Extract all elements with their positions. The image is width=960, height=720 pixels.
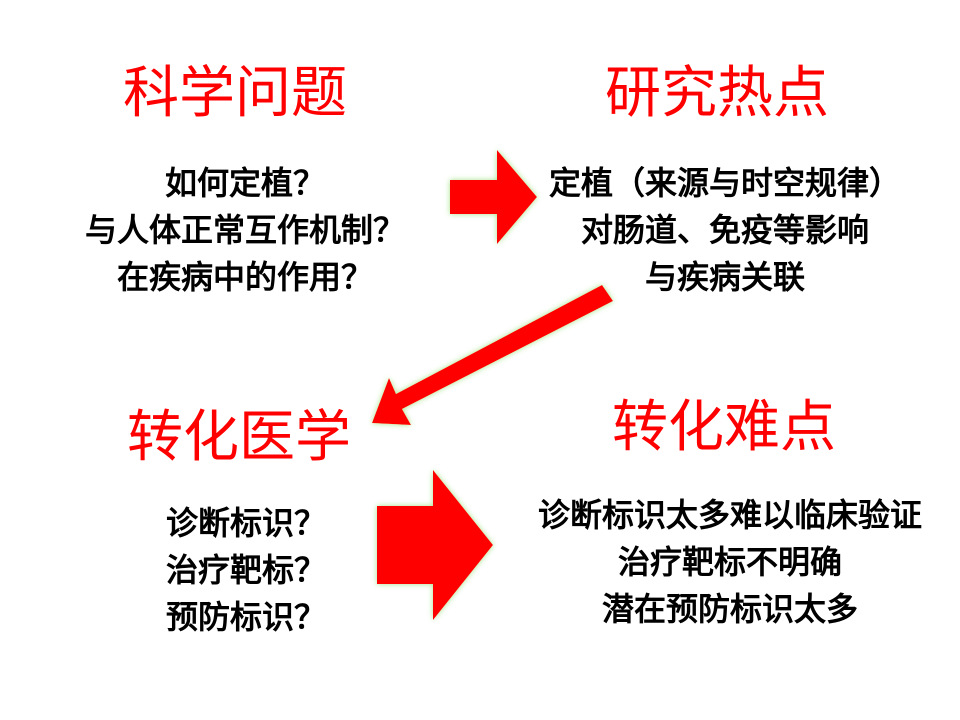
science-question-item: 如何定植？ <box>164 164 325 202</box>
translational-difficulties-list: 诊断标识太多难以临床验证 治疗靶标不明确 潜在预防标识太多 <box>500 492 960 633</box>
science-question-item: 在疾病中的作用？ <box>116 258 373 296</box>
heading-research-hotspots: 研究热点 <box>605 61 829 126</box>
heading-translational-medicine: 转化医学 <box>127 405 351 470</box>
research-hotspots-list: 定植（来源与时空规律） 对肠道、免疫等影响 与疾病关联 <box>520 160 930 301</box>
difficulty-item: 潜在预防标识太多 <box>601 590 858 628</box>
difficulty-item: 诊断标识太多难以临床验证 <box>537 496 922 534</box>
research-hotspot-item: 对肠道、免疫等影响 <box>580 211 869 249</box>
difficulty-item: 治疗靶标不明确 <box>617 543 842 581</box>
translational-item: 诊断标识？ <box>166 504 327 542</box>
research-hotspot-item: 与疾病关联 <box>644 258 805 296</box>
translational-medicine-list: 诊断标识？ 治疗靶标？ 预防标识？ <box>166 500 326 641</box>
science-question-item: 与人体正常互作机制？ <box>84 211 405 249</box>
research-hotspot-item: 定植（来源与时空规律） <box>548 164 901 202</box>
heading-translational-difficulties: 转化难点 <box>612 395 836 460</box>
heading-science-questions: 科学问题 <box>123 61 347 126</box>
translational-item: 治疗靶标？ <box>166 551 327 589</box>
arrow-hotspots-to-translational <box>372 285 613 425</box>
arrow-translational-to-difficulties <box>377 470 493 620</box>
translational-item: 预防标识？ <box>166 598 327 636</box>
science-questions-list: 如何定植？ 与人体正常互作机制？ 在疾病中的作用？ <box>60 160 430 301</box>
